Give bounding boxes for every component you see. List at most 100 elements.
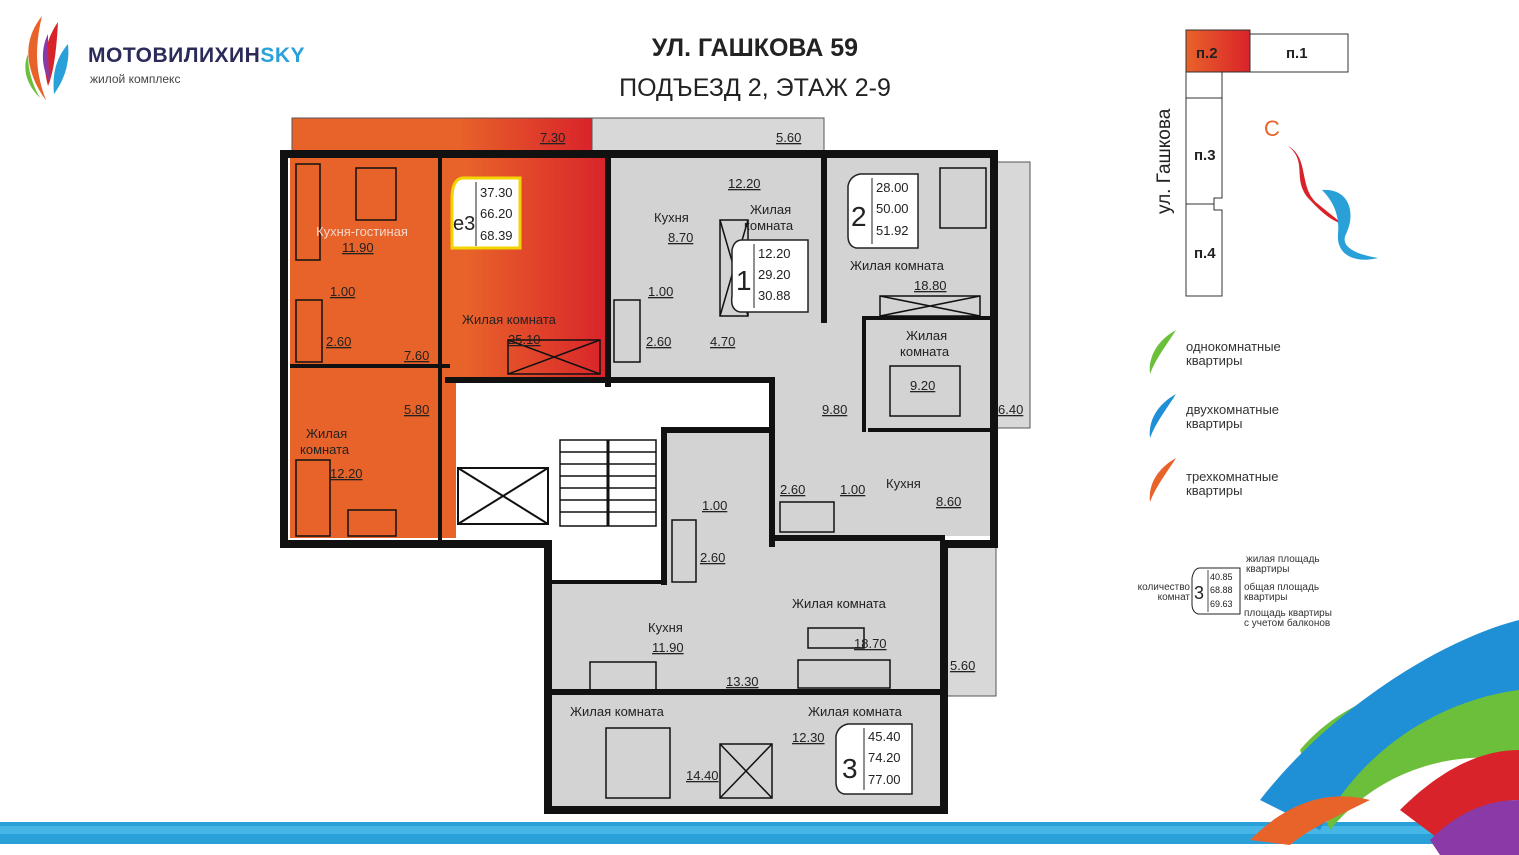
- apartment-3-label: 3: [842, 753, 858, 784]
- page-subtitle: ПОДЪЕЗД 2, ЭТАЖ 2-9: [619, 74, 891, 102]
- apartment-2-living: 28.00: [876, 180, 909, 195]
- e3-bath-area: 2.60: [326, 334, 351, 349]
- brand-subtitle: жилой комплекс: [90, 72, 181, 86]
- balcony-top-right: [591, 117, 825, 153]
- legend-one-room-line-1: однокомнатные: [1186, 339, 1281, 354]
- e3-living-area: 25.10: [508, 332, 541, 347]
- key-total-label-2: квартиры: [1244, 592, 1288, 603]
- key-room-count: количество комнат: [1126, 583, 1190, 603]
- legend-one-room-line-2: квартиры: [1186, 353, 1243, 368]
- a2-kitchen-area: 8.60: [936, 494, 961, 509]
- key-living-note: жилая площадь квартиры: [1246, 555, 1320, 575]
- apartment-e3-badge[interactable]: е3 37.30 66.20 68.39: [450, 176, 522, 250]
- apartment-3-badge[interactable]: 3 45.40 74.20 77.00: [835, 723, 913, 795]
- stairs-symbol: [559, 439, 657, 527]
- e3-kitchen-area: 11.90: [342, 240, 374, 255]
- a2-living-area: 18.80: [914, 278, 947, 293]
- legend-two-room-line-1: двухкомнатные: [1186, 402, 1280, 417]
- compass-blue-ribbon-icon: [1322, 189, 1378, 260]
- a2-bath-area: 2.60: [780, 482, 805, 497]
- compass-north: С: [1264, 116, 1280, 141]
- e3-hall-area: 7.60: [404, 348, 429, 363]
- a2-living-name: Жилая комната: [850, 258, 945, 273]
- brand-accent: SKY: [260, 44, 306, 67]
- a1-wc-area: 1.00: [648, 284, 673, 299]
- brand-logo-icon: [25, 16, 69, 100]
- a3-living-area: 18.70: [854, 636, 887, 651]
- site-map: п.2 п.1 п.3 п.4 ул. Гашкова С: [1154, 29, 1378, 297]
- entrance-3-label: п.3: [1194, 147, 1216, 164]
- apartment-e3-total: 66.20: [480, 206, 513, 221]
- key-living-label-2: квартиры: [1246, 564, 1290, 575]
- brand-name: МОТОВИЛИХИНSKY: [88, 44, 306, 67]
- key-sample-balcony: 69.63: [1210, 599, 1233, 609]
- apartment-e3-living: 37.30: [480, 185, 513, 200]
- apartment-2-total: 50.00: [876, 201, 909, 216]
- a1-living-area: 12.20: [728, 176, 761, 191]
- street-label: ул. Гашкова: [1154, 108, 1175, 214]
- a1-living-name-1: Жилая: [750, 202, 791, 217]
- key-total-label-1: общая площадь: [1244, 582, 1320, 593]
- decorative-ribbons: [0, 620, 1519, 855]
- key-count-label-1: количество: [1137, 582, 1190, 593]
- a3-wc-area: 1.00: [702, 498, 727, 513]
- a3-bedroom2-area: 12.30: [792, 730, 825, 745]
- three-room-icon: [1149, 458, 1176, 502]
- legend-two-room-line-2: квартиры: [1186, 416, 1243, 431]
- a2-hall-area: 9.80: [822, 402, 847, 417]
- key-sample-total: 68.88: [1210, 585, 1233, 595]
- apartment-1-label: 1: [736, 265, 752, 296]
- entrance-2-label: п.2: [1196, 45, 1218, 62]
- a1-kitchen-area: 8.70: [668, 230, 693, 245]
- balcony-top-left-area: 7.30: [540, 130, 565, 145]
- a1-living-name-2: комната: [744, 218, 794, 233]
- e3-corridor-area: 5.80: [404, 402, 429, 417]
- e3-bedroom-name-2: комната: [300, 442, 350, 457]
- e3-bedroom-area: 12.20: [330, 466, 363, 481]
- balcony-right-lower: [939, 545, 997, 697]
- a1-hall-area: 4.70: [710, 334, 735, 349]
- balcony-right-upper: [993, 161, 1031, 429]
- entrance-2-block[interactable]: [1185, 29, 1251, 73]
- e3-wc-area: 1.00: [330, 284, 355, 299]
- apartment-3-total: 74.20: [868, 750, 901, 765]
- legend-three-room-line-2: квартиры: [1186, 483, 1243, 498]
- apartment-1-badge[interactable]: 1 12.20 29.20 30.88: [730, 239, 809, 313]
- a3-living-name: Жилая комната: [792, 596, 887, 611]
- key-total-note: общая площадь квартиры: [1244, 583, 1319, 603]
- a2-kitchen-name: Кухня: [886, 476, 921, 491]
- furniture: [295, 163, 987, 799]
- a3-bedroom2-name: Жилая комната: [808, 704, 903, 719]
- legend-one-room: однокомнатные квартиры: [1186, 340, 1281, 368]
- a3-bedroom1-name: Жилая комната: [570, 704, 665, 719]
- key-living-label-1: жилая площадь: [1246, 554, 1320, 565]
- apartment-e3-label: е3: [453, 213, 475, 235]
- legend-three-room-line-1: трехкомнатные: [1186, 469, 1279, 484]
- apartment-1-living: 12.20: [758, 246, 791, 261]
- a2-wc-area: 1.00: [840, 482, 865, 497]
- apartment-1-total: 29.20: [758, 267, 791, 282]
- walls: [280, 150, 998, 814]
- a3-kitchen-name: Кухня: [648, 620, 683, 635]
- one-room-icon: [1149, 330, 1176, 374]
- a2-bedroom-area: 9.20: [910, 378, 935, 393]
- apartment-2-label: 2: [851, 201, 867, 232]
- a2-bedroom-name-1: Жилая: [906, 328, 947, 343]
- entrance-1-block[interactable]: [1249, 33, 1349, 73]
- legend-two-room: двухкомнатные квартиры: [1186, 403, 1279, 431]
- entrance-4-label: п.4: [1194, 245, 1216, 262]
- balcony-right-upper-area: 6.40: [998, 402, 1023, 417]
- apartment-2-badge[interactable]: 2 28.00 50.00 51.92: [847, 173, 919, 249]
- a3-bedroom1-area: 14.40: [686, 768, 719, 783]
- key-rooms-count: 3: [1194, 583, 1204, 603]
- apartment-2-with-balcony: 51.92: [876, 223, 909, 238]
- a3-bath-area: 2.60: [700, 550, 725, 565]
- apartment-e3-with-balcony: 68.39: [480, 228, 513, 243]
- two-room-icon: [1149, 394, 1176, 438]
- e3-living-name: Жилая комната: [462, 312, 557, 327]
- key-balcony-label-1: площадь квартиры: [1244, 608, 1332, 619]
- key-balcony-note: площадь квартиры с учетом балконов: [1244, 609, 1332, 629]
- apartment-1-with-balcony: 30.88: [758, 288, 791, 303]
- compass-red-ribbon-icon: [1288, 146, 1342, 224]
